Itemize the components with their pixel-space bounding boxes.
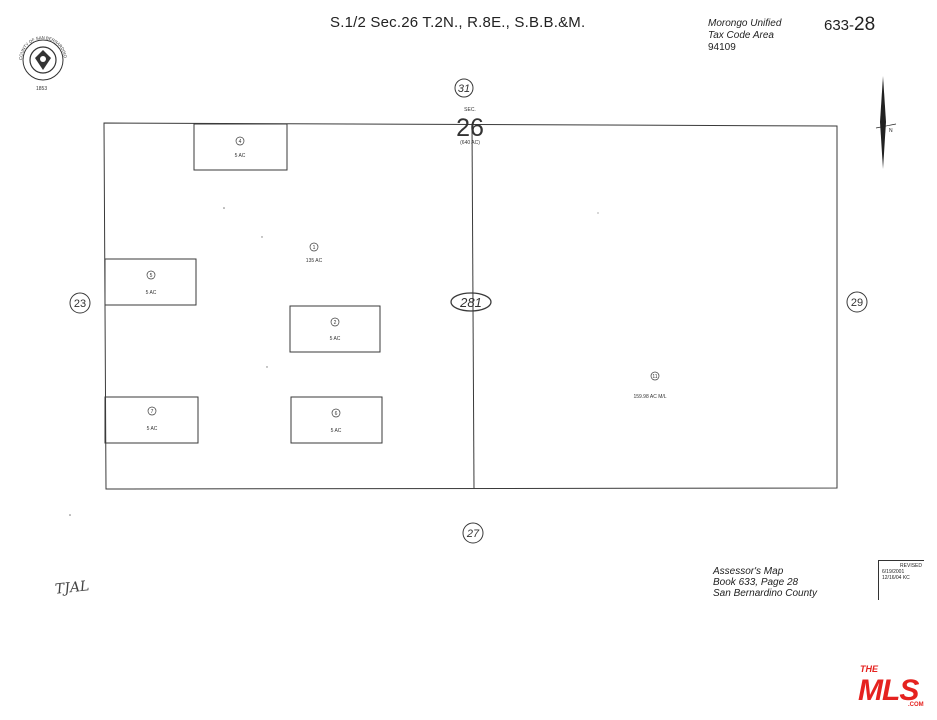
parcel-2-number: 2 bbox=[334, 320, 337, 326]
district-name: Morongo Unified bbox=[708, 18, 782, 29]
block-number: 281 bbox=[459, 295, 482, 310]
adjoining-section-right-circle bbox=[846, 291, 868, 313]
revised-date-2: 12/16/04 KC bbox=[882, 575, 910, 581]
adjoining-section-bottom-circle bbox=[462, 522, 484, 544]
parcel-7-acres: 5 AC bbox=[147, 426, 158, 432]
caption-line-3: San Bernardino County bbox=[713, 588, 817, 599]
parcel-5-boundary bbox=[104, 258, 197, 306]
parcel-4-boundary bbox=[193, 123, 288, 171]
map-title: S.1/2 Sec.26 T.2N., R.8E., S.B.B.&M. bbox=[330, 14, 586, 31]
parcel-2-boundary bbox=[289, 305, 381, 353]
parcel-11-number: 11 bbox=[652, 374, 657, 380]
map-page: 28 bbox=[854, 14, 876, 35]
parcel-1-number: 1 bbox=[313, 245, 316, 251]
adjoining-section-left-circle bbox=[69, 292, 91, 314]
section-sec-label: SEC. bbox=[464, 107, 476, 113]
parcel-11-acres: 159.98 AC M/L bbox=[633, 394, 666, 400]
map-prefix: 633- bbox=[824, 17, 855, 34]
county-seal-icon: COUNTY OF SAN BERNARDINO 1853 bbox=[18, 35, 68, 92]
parcel-7-boundary bbox=[104, 396, 199, 444]
the-mls-logo: THE MLS .COM bbox=[858, 664, 924, 708]
north-arrow-icon: N bbox=[875, 76, 897, 169]
parcel-6-acres: 5 AC bbox=[331, 428, 342, 434]
adjoining-section-bottom: 27 bbox=[466, 528, 480, 540]
section-center-line bbox=[471, 123, 475, 490]
parcel-6-number: 6 bbox=[335, 411, 338, 417]
section-number: 26 bbox=[456, 114, 484, 142]
map-number: 633-28 bbox=[824, 14, 875, 36]
parcel-4-acres: 5 AC bbox=[235, 153, 246, 159]
caption-line-1: Assessor's Map bbox=[713, 566, 784, 577]
parcel-1-acres: 135 AC bbox=[306, 258, 323, 264]
logo-suffix-text: .COM bbox=[908, 702, 924, 708]
parcel-5-acres: 5 AC bbox=[146, 290, 157, 296]
revised-label: REVISED bbox=[900, 563, 922, 569]
section-boundary bbox=[103, 122, 838, 490]
section-acres: (640 AC) bbox=[460, 140, 480, 146]
parcel-6-boundary bbox=[290, 396, 383, 444]
block-number-ellipse bbox=[450, 292, 492, 312]
parcel-2-acres: 5 AC bbox=[330, 336, 341, 342]
adjoining-section-top-circle bbox=[454, 78, 474, 98]
assessor-map-caption: Assessor's Map Book 633, Page 28 San Ber… bbox=[713, 566, 817, 599]
revised-box: REVISED 6/19/2001 12/16/04 KC bbox=[878, 560, 924, 600]
tax-district-info: Morongo Unified Tax Code Area 94109 bbox=[708, 18, 781, 54]
adjoining-section-left: 23 bbox=[74, 298, 86, 310]
seal-year: 1853 bbox=[36, 86, 47, 92]
parcel-4-number: 4 bbox=[239, 139, 242, 145]
tax-code-label: Tax Code Area bbox=[708, 30, 774, 41]
caption-line-2: Book 633, Page 28 bbox=[713, 577, 799, 588]
adjoining-section-right: 29 bbox=[851, 297, 863, 309]
tax-code-number: 94109 bbox=[708, 42, 736, 53]
parcel-7-number: 7 bbox=[151, 409, 154, 415]
parcel-5-number: 5 bbox=[150, 273, 153, 279]
adjoining-section-top: 31 bbox=[458, 83, 470, 95]
north-label: N bbox=[889, 128, 893, 134]
logo-main-text: MLS bbox=[858, 674, 919, 707]
logo-top-text: THE bbox=[860, 664, 879, 674]
revised-date-1: 6/19/2001 bbox=[882, 569, 905, 575]
